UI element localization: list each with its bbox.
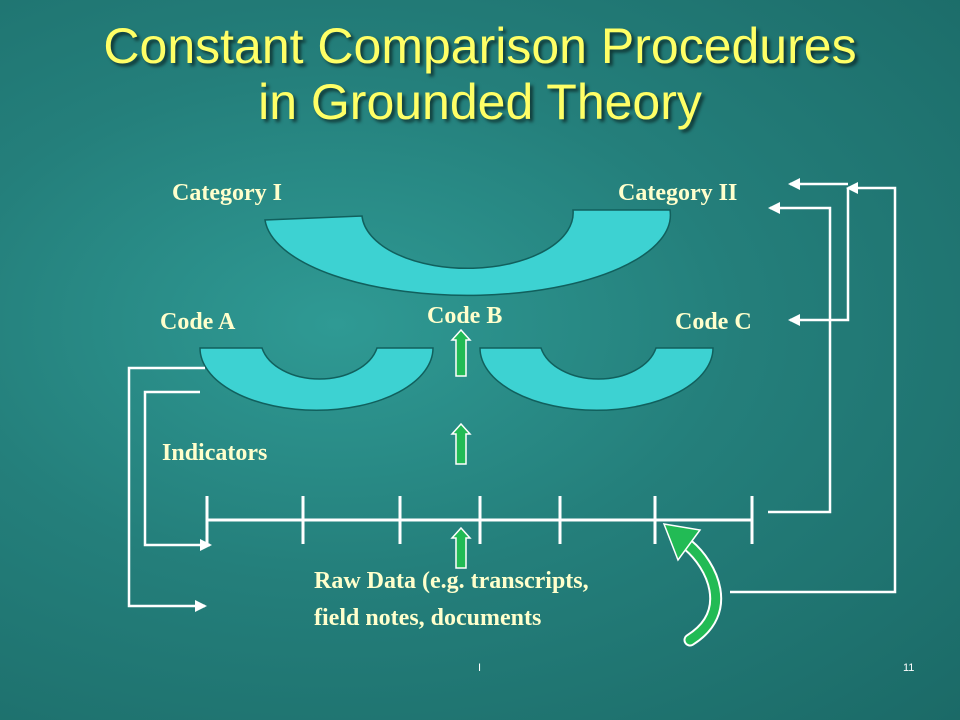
slide-title: Constant Comparison Procedures in Ground… <box>0 18 960 130</box>
green-up-arrow-top <box>450 328 472 377</box>
feedback-line-left-inner <box>143 390 212 551</box>
feedback-line-right-inner <box>768 202 832 514</box>
code-arc-left <box>199 347 434 411</box>
feedback-line-left-outer <box>127 366 207 612</box>
feedback-line-right-middle <box>788 188 850 326</box>
code-a-label: Code A <box>160 309 236 335</box>
code-b-label: Code B <box>427 303 503 329</box>
green-up-arrow-bottom <box>450 526 472 569</box>
green-up-arrow-middle <box>450 422 472 465</box>
raw-data-timeline <box>205 496 754 544</box>
feedback-line-right-outer <box>730 182 897 594</box>
curved-green-arrow <box>662 523 723 647</box>
footer-left-text: I <box>478 662 482 674</box>
title-line-2: in Grounded Theory <box>258 74 702 130</box>
code-arc-right <box>479 347 714 411</box>
raw-data-label-line-1: Raw Data (e.g. transcripts, <box>314 568 589 594</box>
code-c-label: Code C <box>675 309 752 335</box>
title-line-1: Constant Comparison Procedures <box>103 18 857 74</box>
page-number: 11 <box>903 662 915 674</box>
category-arc <box>264 209 672 297</box>
indicators-label: Indicators <box>162 440 268 466</box>
category-1-label: Category I <box>172 180 282 206</box>
raw-data-label-line-2: field notes, documents <box>314 605 542 631</box>
category-2-label: Category II <box>618 180 738 206</box>
